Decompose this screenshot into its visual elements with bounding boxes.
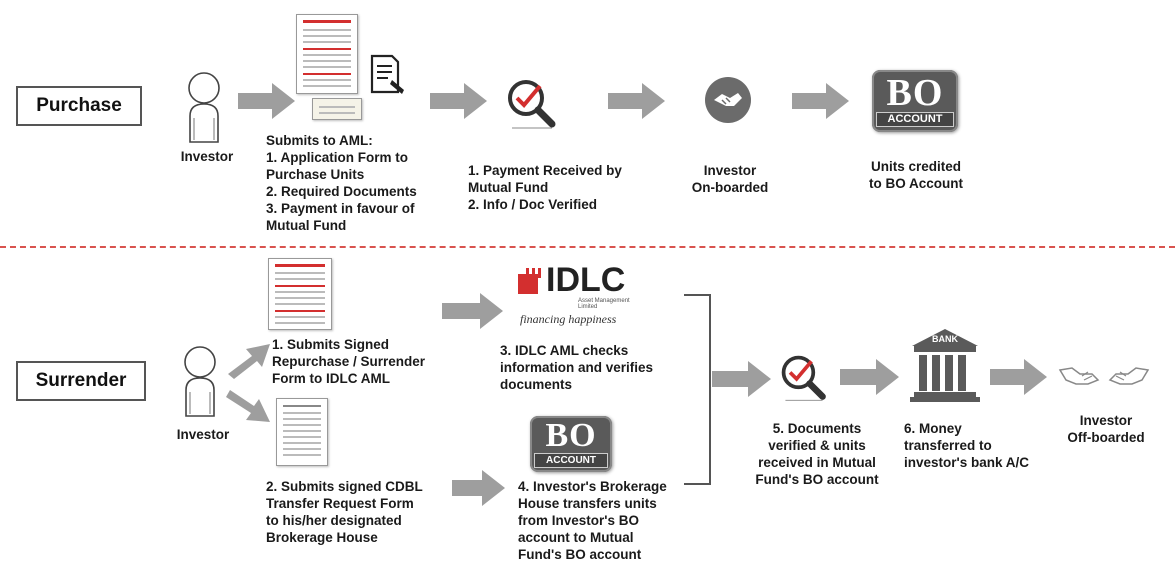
surrender-arrow-to-bo xyxy=(452,470,505,506)
idlc-name: IDLC xyxy=(546,261,626,299)
surrender-step4-text: 4. Investor's Brokerage House transfers … xyxy=(518,479,667,562)
idlc-tagline: financing happiness xyxy=(520,312,617,326)
surrender-arrow-to-verify xyxy=(712,361,771,397)
purchase-form-document-icon xyxy=(296,14,358,94)
surrender-arrow-down xyxy=(226,390,270,422)
purchase-arrow-1 xyxy=(238,83,295,119)
handshake-icon xyxy=(705,77,751,123)
surrender-step7-text: Investor Off-boarded xyxy=(1067,413,1145,445)
surrender-investor-label: Investor xyxy=(176,427,230,442)
cheque-icon xyxy=(312,98,362,120)
surrender-person-icon xyxy=(184,346,216,417)
purchase-arrow-4 xyxy=(792,83,849,119)
signed-document-icon xyxy=(370,54,404,94)
surrender-arrow-to-offboard xyxy=(990,359,1047,395)
purchase-investor-label: Investor xyxy=(180,149,234,164)
surrender-step1-text: 1. Submits Signed Repurchase / Surrender… xyxy=(272,337,426,386)
surrender-step2-text: 2. Submits signed CDBL Transfer Request … xyxy=(266,479,423,545)
cdbl-transfer-form-icon xyxy=(276,398,328,466)
surrender-arrow-up xyxy=(228,344,270,379)
purchase-stage-label: Purchase xyxy=(16,86,142,126)
surrender-arrow-to-idlc xyxy=(442,293,503,329)
surrender-step3-text: 3. IDLC AML checks information and verif… xyxy=(500,343,654,392)
bank-icon xyxy=(910,329,980,402)
purchase-person-icon xyxy=(188,72,220,143)
purchase-step4-text: Units credited to BO Account xyxy=(869,159,963,191)
surrender-step5-text: 5. Documents verified & units received i… xyxy=(755,421,879,487)
purchase-bo-account-logo: BO ACCOUNT xyxy=(872,70,958,132)
purchase-magnifier-check-icon xyxy=(508,80,556,129)
surrender-arrow-to-bank xyxy=(840,359,899,395)
surrender-magnifier-check-icon xyxy=(781,355,826,401)
idlc-logo: IDLC Asset Management Limited financing … xyxy=(518,262,638,332)
surrender-bo-account-logo: BO ACCOUNT xyxy=(530,416,612,472)
section-divider xyxy=(0,246,1175,248)
purchase-arrow-2 xyxy=(430,83,487,119)
purchase-step3-text: Investor On-boarded xyxy=(691,163,769,195)
surrender-repurchase-form-icon xyxy=(268,258,332,330)
purchase-step2-text: 1. Payment Received by Mutual Fund 2. In… xyxy=(468,163,622,212)
surrender-stage-label: Surrender xyxy=(16,361,146,401)
merge-bracket xyxy=(684,294,711,485)
surrender-step6-text: 6. Money transferred to investor's bank … xyxy=(904,421,1029,470)
idlc-mark-icon xyxy=(518,268,541,294)
bank-label: BANK xyxy=(932,334,958,344)
purchase-arrow-3 xyxy=(608,83,665,119)
offboard-handshake-icon xyxy=(1058,367,1150,385)
idlc-sub: Asset Management Limited xyxy=(578,298,630,310)
purchase-step1-text: Submits to AML: 1. Application Form to P… xyxy=(266,133,417,233)
